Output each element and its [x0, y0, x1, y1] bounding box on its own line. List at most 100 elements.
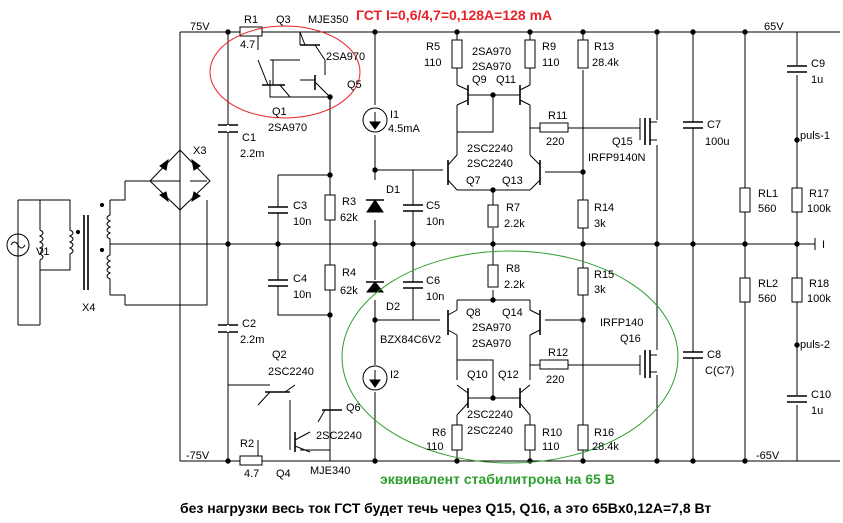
label-c8-value: C(C7)	[705, 365, 734, 377]
label-q10q12-type-2: 2SC2240	[467, 425, 513, 437]
label-v1: V1	[36, 246, 49, 258]
green-highlight-ellipse	[341, 250, 679, 464]
label-r16: R16	[594, 427, 614, 439]
label-i2: I2	[390, 369, 399, 381]
label-q10: Q10	[467, 369, 488, 381]
label-c5: C5	[426, 200, 440, 212]
label-q15-type: IRFP9140N	[588, 152, 646, 164]
label-puls1: puls-1	[800, 130, 830, 142]
label-q5-type: 2SA970	[326, 51, 365, 63]
resistor-r16	[577, 424, 589, 451]
transistor-q6	[317, 400, 342, 423]
label-q2-type: 2SC2240	[268, 366, 314, 378]
transistor-q5	[300, 75, 331, 98]
label-rl1: RL1	[758, 188, 778, 200]
label-c10: C10	[811, 389, 831, 401]
label-q15: Q15	[612, 136, 633, 148]
label-r8: R8	[506, 263, 520, 275]
label-r11: R11	[548, 110, 567, 122]
current-source-i2	[362, 365, 388, 391]
transistor-q3	[299, 31, 326, 61]
label-rl2-value: 560	[758, 293, 776, 305]
label-q7: Q7	[466, 175, 481, 187]
label-r5-value: 110	[424, 57, 442, 69]
label-c4: C4	[293, 273, 307, 285]
label-r3: R3	[342, 196, 356, 208]
label-r15-value: 3k	[594, 284, 606, 296]
label-rl2: RL2	[758, 278, 778, 290]
label-q1: Q1	[272, 106, 287, 118]
label-x3: X3	[193, 145, 206, 157]
label-c5-value: 10n	[426, 216, 444, 228]
label-i: I	[822, 239, 825, 251]
label-c2-value: 2.2m	[240, 334, 264, 346]
label-r17-value: 100k	[807, 203, 831, 215]
diode-d2	[365, 281, 385, 293]
capacitor-c8	[683, 350, 703, 365]
resistor-r15	[577, 267, 589, 296]
label-r14: R14	[594, 202, 614, 214]
label-r13: R13	[594, 41, 614, 53]
transistor-q7	[447, 154, 458, 191]
label-r10: R10	[542, 427, 562, 439]
transistor-q1	[257, 59, 291, 98]
capacitor-c10	[787, 395, 807, 403]
label-rl1-value: 560	[758, 203, 776, 215]
label-c9: C9	[811, 58, 825, 70]
label-q14: Q14	[502, 307, 523, 319]
rail-pos-in: 75V	[190, 21, 210, 33]
label-r9: R9	[542, 41, 556, 53]
label-q13: Q13	[502, 175, 523, 187]
label-q7q13-type: 2SC2240	[467, 143, 513, 155]
current-source-i1	[362, 107, 388, 133]
label-r1-value: 4.7	[240, 39, 255, 51]
junctions	[225, 29, 800, 464]
label-c9-value: 1u	[811, 74, 823, 86]
label-q3-type: MJE350	[308, 14, 348, 26]
label-r3-value: 62k	[340, 212, 358, 224]
capacitor-c9	[787, 65, 807, 73]
title-text: ГСТ I=0,6/4,7=0,128A=128 mA	[356, 7, 552, 23]
label-q2: Q2	[272, 349, 287, 361]
label-r18: R18	[809, 278, 829, 290]
wires	[17, 31, 840, 462]
label-d2-type: BZX84C6V2	[380, 334, 441, 346]
label-q12: Q12	[498, 369, 519, 381]
transistor-q12	[519, 384, 531, 416]
capacitor-c4	[268, 265, 288, 300]
transistor-q2	[257, 384, 296, 406]
label-q8: Q8	[466, 307, 481, 319]
label-r17: R17	[809, 188, 829, 200]
label-r9-value: 110	[542, 57, 560, 69]
label-q9q11-type-2: 2SA970	[472, 61, 511, 73]
capacitor-c7	[683, 120, 703, 135]
resistor-r12	[539, 359, 569, 370]
resistor-r6	[451, 424, 463, 451]
label-r16-value: 28.4k	[592, 441, 619, 453]
label-q4-type: MJE340	[310, 465, 350, 477]
resistor-r3	[324, 194, 336, 221]
label-q5: Q5	[347, 79, 362, 91]
label-c6-value: 10n	[426, 291, 444, 303]
footer-text: без нагрузки весь ток ГСТ будет течь чер…	[180, 500, 711, 516]
label-c8: C8	[707, 349, 721, 361]
label-q8q14-type: 2SA970	[472, 322, 511, 334]
resistor-r13	[577, 39, 589, 69]
mosfet-q16	[644, 350, 657, 378]
transistor-q14	[529, 309, 541, 336]
resistor-r18	[791, 277, 803, 303]
label-r7: R7	[506, 202, 520, 214]
transistor-q8	[447, 309, 458, 336]
zener-note-text: эквивалент стабилитрона на 65 В	[380, 471, 615, 487]
label-c7-value: 100u	[705, 136, 729, 148]
label-r6: R6	[432, 427, 446, 439]
label-c3: C3	[293, 200, 307, 212]
label-r6-value: 110	[426, 441, 444, 453]
label-r12-value: 220	[546, 374, 564, 386]
label-r5: R5	[426, 41, 440, 53]
resistor-r8	[487, 264, 499, 288]
resistor-r7	[487, 204, 499, 228]
label-r4: R4	[342, 267, 356, 279]
rail-neg-out: -65V	[756, 450, 780, 462]
capacitor-c6	[403, 272, 423, 300]
